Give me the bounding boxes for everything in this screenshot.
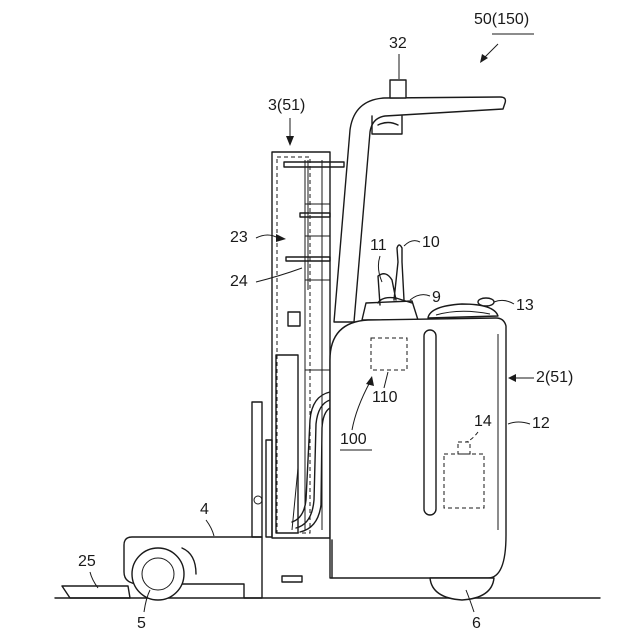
floor-mat — [62, 586, 130, 598]
label-body: 2(51) — [536, 369, 573, 386]
carriage-pin — [254, 496, 262, 504]
label-12: 12 — [532, 415, 550, 432]
leader-4 — [206, 520, 214, 536]
carriage-rail — [266, 440, 272, 537]
vehicle-body — [330, 318, 506, 578]
label-front-wheel: 5 — [137, 615, 146, 632]
leader-10 — [404, 241, 420, 246]
label-fork: 4 — [200, 501, 209, 518]
knob-13 — [478, 298, 494, 306]
leader-24 — [256, 268, 302, 282]
label-11: 11 — [370, 237, 387, 254]
leader-11 — [378, 256, 382, 282]
leader-vehicle — [484, 44, 498, 58]
warning-light — [390, 80, 406, 98]
step — [282, 576, 302, 582]
label-mast: 3(51) — [268, 97, 305, 114]
label-vehicle: 50(150) — [474, 11, 529, 28]
guard-bracket-curve — [378, 123, 398, 126]
leader-23 — [256, 235, 278, 238]
label-13: 13 — [516, 297, 534, 314]
mast-rung — [284, 162, 344, 167]
label-24: 24 — [230, 273, 248, 290]
label-14: 14 — [474, 413, 492, 430]
hose-2 — [296, 400, 330, 528]
label-9: 9 — [432, 289, 441, 306]
lever-10 — [394, 245, 404, 300]
label-rear-wheel: 6 — [472, 615, 481, 632]
label-10: 10 — [422, 234, 440, 251]
label-controller: 100 — [340, 431, 367, 448]
arrowhead — [276, 234, 286, 242]
label-110: 110 — [372, 389, 398, 406]
console-top — [362, 301, 418, 320]
carriage-back — [252, 402, 262, 537]
mast-sensor — [288, 312, 300, 326]
rear-wheel — [430, 578, 494, 600]
arrowhead — [286, 136, 294, 146]
label-23: 23 — [230, 229, 248, 246]
overhead-guard — [334, 97, 505, 322]
leader-12 — [508, 422, 530, 424]
front-wheel — [132, 548, 184, 600]
leader-13 — [494, 300, 514, 304]
arrowhead — [508, 374, 516, 382]
label-warning-light: 32 — [389, 35, 407, 52]
leader-9 — [410, 295, 430, 300]
label-floor: 25 — [78, 553, 96, 570]
